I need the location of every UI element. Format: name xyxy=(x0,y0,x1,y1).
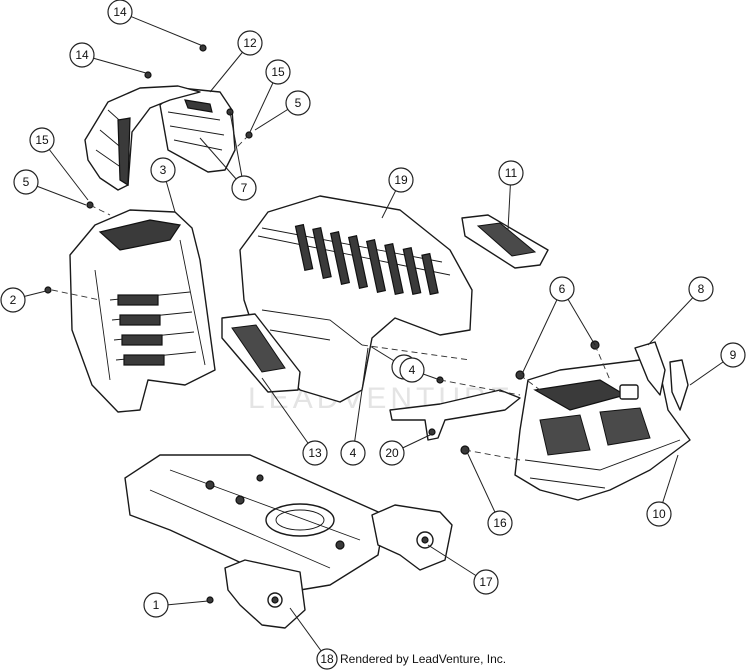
callout-15-left: 15 xyxy=(29,127,55,153)
callout-5-right: 5 xyxy=(285,90,311,116)
callout-label: 16 xyxy=(493,516,507,530)
callout-label: 9 xyxy=(730,348,737,362)
callout-15-right: 15 xyxy=(265,59,291,85)
callout-2: 2 xyxy=(0,287,26,313)
callout-label: 3 xyxy=(160,163,167,177)
callout-label: 11 xyxy=(505,166,518,180)
side-lens xyxy=(669,359,689,411)
callout-label: 15 xyxy=(35,133,49,147)
callout-label: 8 xyxy=(698,282,705,296)
callout-9: 9 xyxy=(720,342,746,368)
callout-label: 2 xyxy=(10,293,17,307)
callout-5-left: 5 xyxy=(13,169,39,195)
callout-label: 17 xyxy=(479,575,493,589)
callout-label: 7 xyxy=(241,181,248,195)
callout-label: 5 xyxy=(295,96,302,110)
dash-shroud xyxy=(84,85,201,191)
callout-11: 11 xyxy=(498,160,524,186)
callout-17: 17 xyxy=(473,569,499,595)
upper-dash-panel xyxy=(159,87,236,173)
callout-label: 5 xyxy=(23,175,30,189)
callout-1: 1 xyxy=(143,592,169,618)
callout-label: 4 xyxy=(350,446,357,460)
headlight-trim xyxy=(634,341,666,396)
callout-label: 1 xyxy=(153,598,160,612)
callout-3: 3 xyxy=(150,157,176,183)
callout-label: 18 xyxy=(320,652,334,666)
callout-label: 12 xyxy=(243,36,257,50)
callout-label: 4 xyxy=(409,363,416,377)
alignment-lines xyxy=(51,134,611,461)
hood-bracket xyxy=(389,389,521,441)
callout-4-left: 4 xyxy=(340,440,366,466)
side-grille xyxy=(221,313,301,393)
top-grille-insert xyxy=(461,214,549,269)
callout-10: 10 xyxy=(646,501,672,527)
callout-18: 18 xyxy=(316,648,338,670)
chassis-frame xyxy=(124,454,386,591)
callout-label: 15 xyxy=(271,65,285,79)
callout-13: 13 xyxy=(302,440,328,466)
front-bumper-grille xyxy=(514,359,691,501)
callout-label: 14 xyxy=(113,5,127,19)
callout-label: 20 xyxy=(385,446,399,460)
callout-14: 14 xyxy=(69,42,95,68)
callout-4-right: 4 xyxy=(399,357,425,383)
callout-6: 6 xyxy=(549,276,575,302)
callout-19: 19 xyxy=(388,167,414,193)
callout-label: 10 xyxy=(652,507,666,521)
callout-14-top: 14 xyxy=(107,0,133,25)
callout-12: 12 xyxy=(237,30,263,56)
callout-label: 19 xyxy=(394,173,408,187)
front-axle-bracket xyxy=(371,504,453,571)
hood-vents xyxy=(294,223,439,296)
dash-tower xyxy=(69,209,216,413)
callout-8: 8 xyxy=(688,276,714,302)
lower-mount-bracket xyxy=(224,559,306,629)
callout-label: 6 xyxy=(559,282,566,296)
callout-7: 7 xyxy=(231,175,257,201)
callout-label: 13 xyxy=(308,446,322,460)
callout-label: 14 xyxy=(75,48,89,62)
render-credit: Rendered by LeadVenture, Inc. xyxy=(340,652,507,666)
callout-20: 20 xyxy=(379,440,405,466)
callout-16: 16 xyxy=(487,510,513,536)
